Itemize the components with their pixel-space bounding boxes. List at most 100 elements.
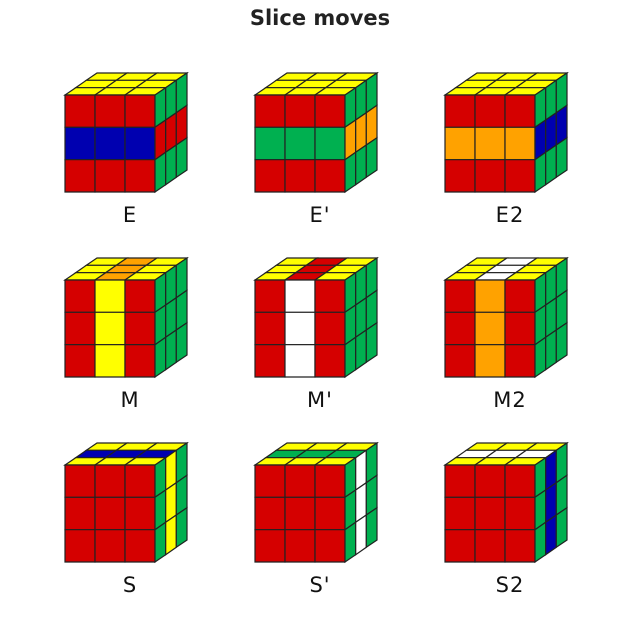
front-sticker [504, 529, 536, 563]
front-sticker [474, 496, 506, 531]
cube-illustration [443, 441, 569, 564]
front-sticker [94, 94, 126, 128]
front-sticker [64, 464, 96, 498]
front-sticker [124, 126, 156, 161]
front-sticker [254, 529, 286, 563]
front-sticker [504, 496, 536, 531]
front-sticker [314, 159, 346, 193]
front-sticker [94, 529, 126, 563]
right-sticker [545, 328, 557, 371]
front-sticker [254, 344, 286, 378]
right-sticker [165, 328, 177, 371]
front-sticker [284, 311, 316, 346]
front-sticker [64, 311, 96, 346]
right-sticker [165, 513, 177, 556]
right-sticker [344, 336, 357, 379]
right-sticker [175, 321, 188, 364]
front-sticker [284, 279, 316, 313]
front-sticker [124, 279, 156, 313]
front-sticker [504, 311, 536, 346]
right-sticker [154, 521, 167, 564]
move-cell: S [30, 425, 230, 625]
move-label: E2 [495, 203, 525, 227]
front-sticker [474, 159, 506, 193]
right-sticker [555, 136, 568, 179]
front-sticker [94, 464, 126, 498]
cube-illustration [63, 71, 189, 194]
move-label: S2 [495, 573, 525, 597]
front-sticker [444, 126, 476, 161]
front-sticker [94, 159, 126, 193]
front-sticker [314, 126, 346, 161]
front-sticker [314, 464, 346, 498]
right-sticker [365, 136, 378, 179]
front-sticker [314, 279, 346, 313]
right-sticker [555, 506, 568, 549]
front-sticker [254, 496, 286, 531]
front-sticker [284, 94, 316, 128]
move-label: M' [307, 388, 333, 412]
front-sticker [284, 496, 316, 531]
front-sticker [94, 279, 126, 313]
front-sticker [504, 159, 536, 193]
front-sticker [124, 159, 156, 193]
front-sticker [254, 126, 286, 161]
right-sticker [165, 143, 177, 186]
right-sticker [545, 513, 557, 556]
front-sticker [124, 344, 156, 378]
move-label: E' [309, 203, 331, 227]
front-sticker [314, 94, 346, 128]
front-sticker [94, 311, 126, 346]
front-sticker [474, 311, 506, 346]
front-sticker [504, 94, 536, 128]
front-sticker [284, 126, 316, 161]
right-sticker [534, 336, 547, 379]
front-sticker [64, 159, 96, 193]
front-sticker [504, 126, 536, 161]
front-sticker [124, 311, 156, 346]
front-sticker [504, 279, 536, 313]
move-cell: S2 [410, 425, 610, 625]
front-sticker [64, 94, 96, 128]
diagram-title: Slice moves [249, 6, 391, 30]
cube-illustration [63, 441, 189, 564]
right-sticker [344, 151, 357, 194]
front-sticker [94, 496, 126, 531]
cube-illustration [443, 71, 569, 194]
front-sticker [314, 529, 346, 563]
front-sticker [254, 279, 286, 313]
right-sticker [355, 513, 367, 556]
move-label: M2 [493, 388, 527, 412]
cube-illustration [63, 256, 189, 379]
front-sticker [124, 496, 156, 531]
move-label: S [122, 573, 138, 597]
right-sticker [355, 143, 367, 186]
right-sticker [555, 321, 568, 364]
front-sticker [64, 279, 96, 313]
front-sticker [444, 344, 476, 378]
cube-illustration [443, 256, 569, 379]
right-sticker [344, 521, 357, 564]
front-sticker [314, 311, 346, 346]
front-sticker [314, 344, 346, 378]
front-sticker [474, 126, 506, 161]
move-cell: S' [220, 425, 420, 625]
front-sticker [284, 464, 316, 498]
front-sticker [444, 94, 476, 128]
front-sticker [444, 496, 476, 531]
right-sticker [154, 336, 167, 379]
front-sticker [474, 344, 506, 378]
front-sticker [124, 94, 156, 128]
front-sticker [124, 529, 156, 563]
front-sticker [124, 464, 156, 498]
right-sticker [534, 521, 547, 564]
front-sticker [284, 159, 316, 193]
front-sticker [474, 529, 506, 563]
right-sticker [545, 143, 557, 186]
cube-illustration [253, 256, 379, 379]
front-sticker [94, 344, 126, 378]
front-sticker [474, 94, 506, 128]
front-sticker [64, 529, 96, 563]
front-sticker [444, 464, 476, 498]
front-sticker [64, 344, 96, 378]
